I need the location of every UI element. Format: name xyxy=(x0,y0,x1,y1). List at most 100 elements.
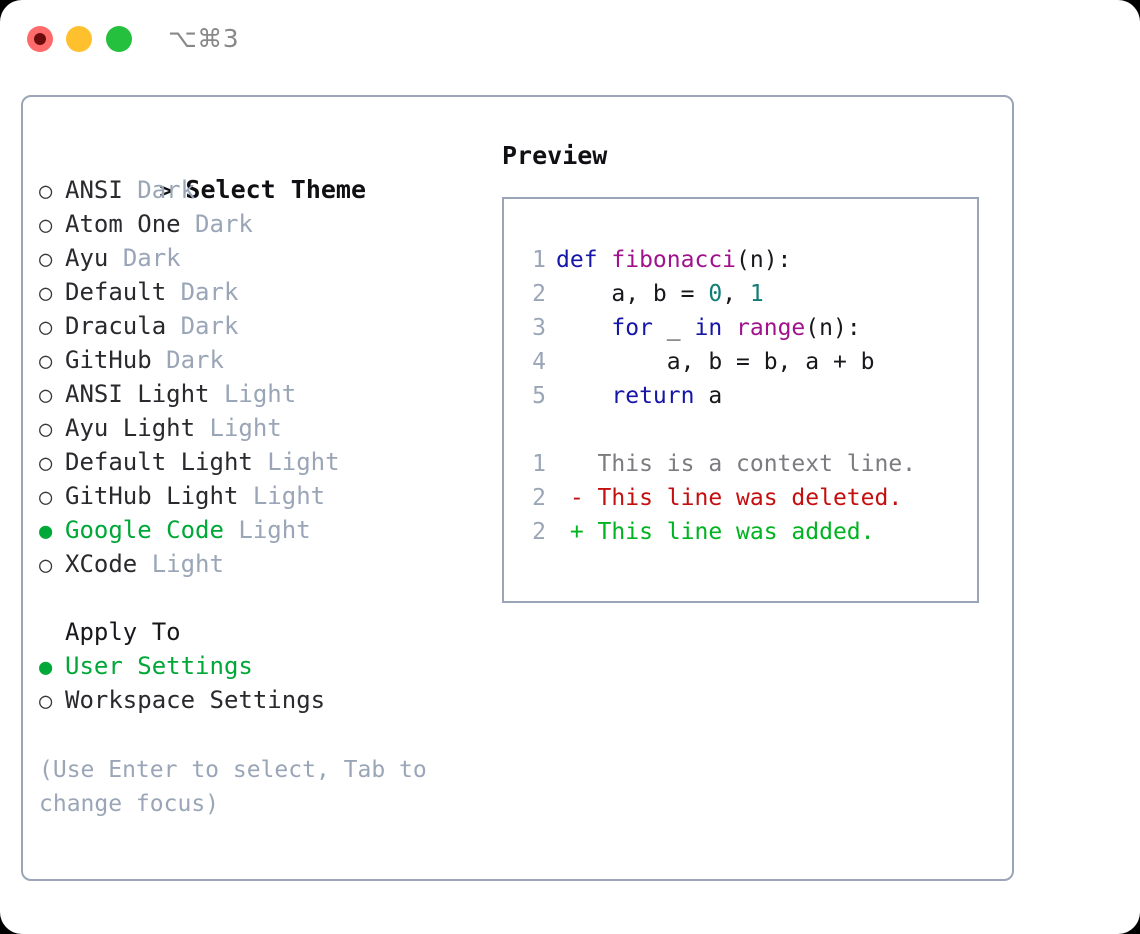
minimize-button[interactable] xyxy=(66,26,92,52)
theme-option-github-light[interactable]: ○GitHub Light Light xyxy=(39,479,479,513)
theme-option-ayu[interactable]: ○ Ayu Dark xyxy=(39,241,479,275)
code-token: in xyxy=(694,315,723,341)
theme-variant-badge: Dark xyxy=(122,244,181,272)
theme-variant-badge: Light xyxy=(238,516,311,544)
apply-to-header: Apply To xyxy=(65,618,181,646)
code-token: for xyxy=(611,315,653,341)
code-line: 2 + This line was added. xyxy=(504,515,977,549)
radio-unselected-icon: ○ xyxy=(39,383,53,408)
theme-option-ansi-light[interactable]: ○ ANSI Light Light xyxy=(39,377,479,411)
apply-to-option-user-settings[interactable]: ●User Settings xyxy=(39,649,479,683)
theme-option-atom-one[interactable]: ○Atom One Dark xyxy=(39,207,479,241)
theme-option-label: ANSI xyxy=(65,176,123,204)
theme-option-label: GitHub xyxy=(65,346,152,374)
theme-option-label: Default Light xyxy=(65,448,253,476)
code-token: _ xyxy=(652,315,695,341)
code-token xyxy=(556,383,611,409)
radio-unselected-icon: ○ xyxy=(39,689,53,714)
theme-option-label: Ayu Light xyxy=(65,414,196,442)
theme-option-label: Dracula xyxy=(65,312,167,340)
theme-option-label: XCode xyxy=(65,550,138,578)
theme-option-label: GitHub Light xyxy=(65,482,239,510)
code-token xyxy=(556,315,611,341)
code-token: return xyxy=(611,383,695,409)
code-line: 1 This is a context line. xyxy=(504,447,977,481)
theme-option-google-code[interactable]: ● Google Code Light xyxy=(39,513,479,547)
line-number: 3 xyxy=(532,315,546,341)
code-token: - This line was deleted. xyxy=(556,485,903,511)
preview-title: Preview xyxy=(502,141,608,170)
theme-variant-badge: Light xyxy=(151,550,224,578)
code-token xyxy=(722,315,736,341)
recording-indicator-icon xyxy=(34,33,46,45)
theme-option-default-light[interactable]: ○ Default Light Light xyxy=(39,445,479,479)
apply-to-options: ●User Settings ○ Workspace Settings xyxy=(39,649,479,717)
theme-option-ayu-light[interactable]: ○ Ayu Light Light xyxy=(39,411,479,445)
theme-variant-badge: Dark xyxy=(180,278,239,306)
maximize-button[interactable] xyxy=(106,26,132,52)
radio-unselected-icon: ○ xyxy=(39,349,53,374)
theme-option-ansi[interactable]: ○ANSI Dark xyxy=(39,173,479,207)
theme-option-github[interactable]: ○ GitHub Dark xyxy=(39,343,479,377)
apply-to-option-label: Workspace Settings xyxy=(65,686,326,714)
theme-variant-badge: Dark xyxy=(137,176,196,204)
radio-unselected-icon: ○ xyxy=(39,247,53,272)
radio-unselected-icon: ○ xyxy=(39,417,53,442)
radio-unselected-icon: ○ xyxy=(39,485,53,510)
radio-unselected-icon: ○ xyxy=(39,553,53,578)
code-token: This is a context line. xyxy=(556,451,917,477)
code-token: a, b = xyxy=(556,281,709,307)
radio-unselected-icon: ○ xyxy=(39,315,53,340)
line-number: 5 xyxy=(532,383,546,409)
apply-to-option-workspace-settings[interactable]: ○ Workspace Settings xyxy=(39,683,479,717)
radio-unselected-icon: ○ xyxy=(39,451,53,476)
line-number: 2 xyxy=(532,281,546,307)
code-line: 2 a, b = 0, 1 xyxy=(504,277,977,311)
code-token: (n): xyxy=(736,247,792,273)
theme-option-label: ANSI Light xyxy=(65,380,210,408)
prompt-caret-icon: > xyxy=(159,179,173,204)
code-token: fibonacci xyxy=(611,247,737,273)
theme-option-dracula[interactable]: ○ Dracula Dark xyxy=(39,309,479,343)
theme-list-column: >Select Theme ○ANSI Dark○Atom One Dark○A… xyxy=(39,139,479,821)
theme-variant-badge: Dark xyxy=(166,346,224,374)
code-token: , xyxy=(722,281,750,307)
code-line: 3 for _ in range(n): xyxy=(504,311,977,345)
keyboard-hint-text: (Use Enter to select, Tab to change focu… xyxy=(39,757,427,817)
code-line: 4 a, b = b, a + b xyxy=(504,345,977,379)
radio-unselected-icon: ○ xyxy=(39,281,53,306)
theme-list-header-label: Select Theme xyxy=(185,175,367,204)
radio-selected-icon: ● xyxy=(39,519,53,544)
section-spacer xyxy=(39,581,479,615)
code-token: 0 xyxy=(708,281,723,307)
code-token: 1 xyxy=(749,281,764,307)
apply-to-option-label: User Settings xyxy=(65,652,253,680)
theme-variant-badge: Dark xyxy=(180,312,239,340)
line-number: 1 xyxy=(532,451,546,477)
code-token: range xyxy=(736,315,806,341)
theme-option-label: Ayu xyxy=(65,244,109,272)
code-line: 5 return a xyxy=(504,379,977,413)
theme-option-default[interactable]: ○ Default Dark xyxy=(39,275,479,309)
line-number: 2 xyxy=(532,519,546,545)
code-token: (n): xyxy=(805,315,861,341)
theme-option-label: Google Code xyxy=(65,516,224,544)
theme-variant-badge: Dark xyxy=(195,210,253,238)
keyboard-shortcut-label: ⌥⌘3 xyxy=(168,24,240,53)
theme-variant-badge: Light xyxy=(267,448,340,476)
theme-option-xcode[interactable]: ○ XCode Light xyxy=(39,547,479,581)
theme-variant-badge: Light xyxy=(209,414,282,442)
code-token: + This line was added. xyxy=(556,519,875,545)
theme-option-label: Default xyxy=(65,278,167,306)
theme-options: ○ANSI Dark○Atom One Dark○Ayu Dark○Defaul… xyxy=(39,173,479,581)
line-number: 4 xyxy=(532,349,546,375)
radio-unselected-icon: ○ xyxy=(39,213,53,238)
title-bar: ⌥⌘3 xyxy=(0,0,1140,78)
code-line: 2 - This line was deleted. xyxy=(504,481,977,515)
theme-variant-badge: Light xyxy=(223,380,297,408)
code-token: a, b = b, a + b xyxy=(556,349,875,375)
